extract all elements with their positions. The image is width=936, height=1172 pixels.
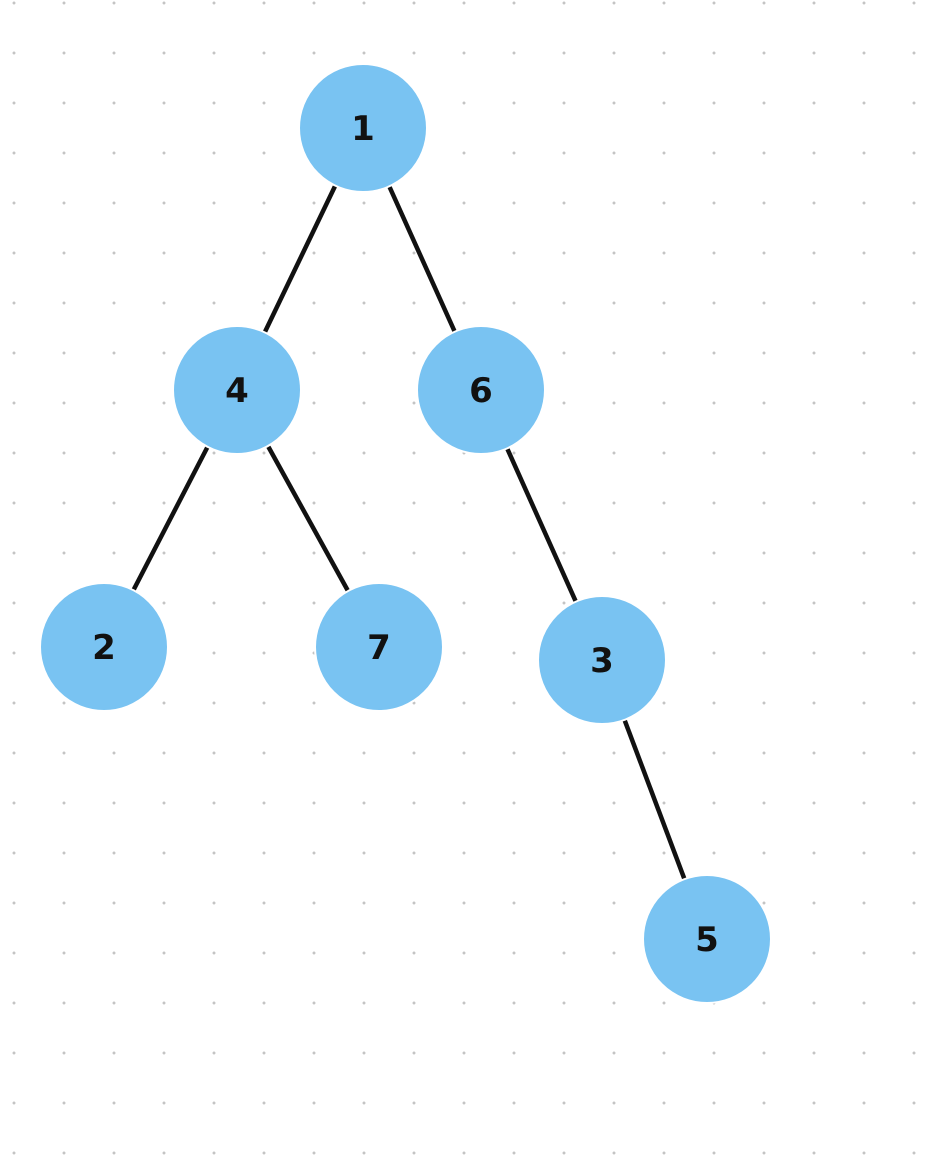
node-circle — [172, 325, 302, 455]
edge-n1-n6 — [384, 179, 460, 339]
tree-node-7: 7 — [314, 582, 444, 712]
node-circle — [314, 582, 444, 712]
edge-n4-n2 — [128, 440, 213, 597]
node-circle — [642, 874, 772, 1004]
tree-node-4: 4 — [172, 325, 302, 455]
node-circle — [416, 325, 546, 455]
node-label: 4 — [225, 371, 249, 411]
edge-n3-n5 — [620, 713, 689, 886]
node-label: 6 — [469, 371, 493, 411]
node-circle — [537, 595, 667, 725]
node-label: 2 — [92, 628, 116, 668]
node-label: 7 — [367, 628, 391, 668]
node-label: 1 — [351, 109, 375, 149]
tree-node-2: 2 — [39, 582, 169, 712]
node-circle — [39, 582, 169, 712]
tree-node-3: 3 — [537, 595, 667, 725]
tree-node-6: 6 — [416, 325, 546, 455]
edge-n1-n4 — [260, 179, 340, 339]
tree-node-1: 1 — [298, 63, 428, 193]
tree-node-5: 5 — [642, 874, 772, 1004]
node-label: 5 — [695, 920, 719, 960]
node-label: 3 — [590, 641, 614, 681]
edge-n4-n7 — [263, 439, 353, 598]
edge-n6-n3 — [502, 442, 581, 608]
edges — [128, 179, 689, 886]
node-circle — [298, 63, 428, 193]
